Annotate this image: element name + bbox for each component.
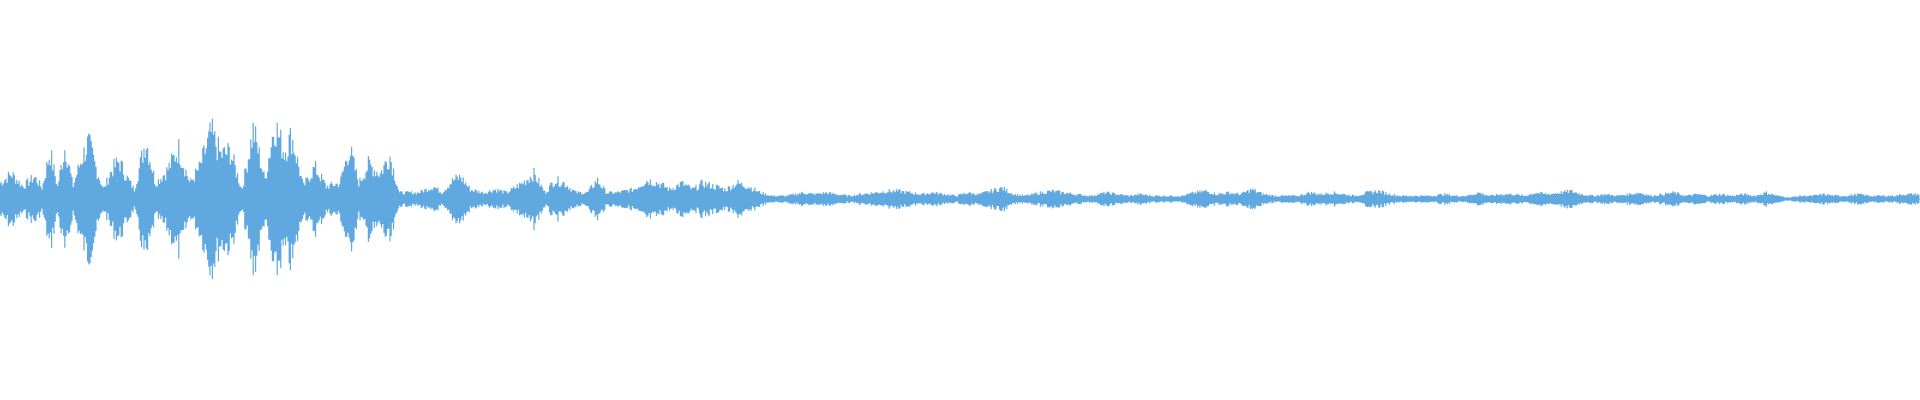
waveform-samples bbox=[0, 118, 1920, 280]
